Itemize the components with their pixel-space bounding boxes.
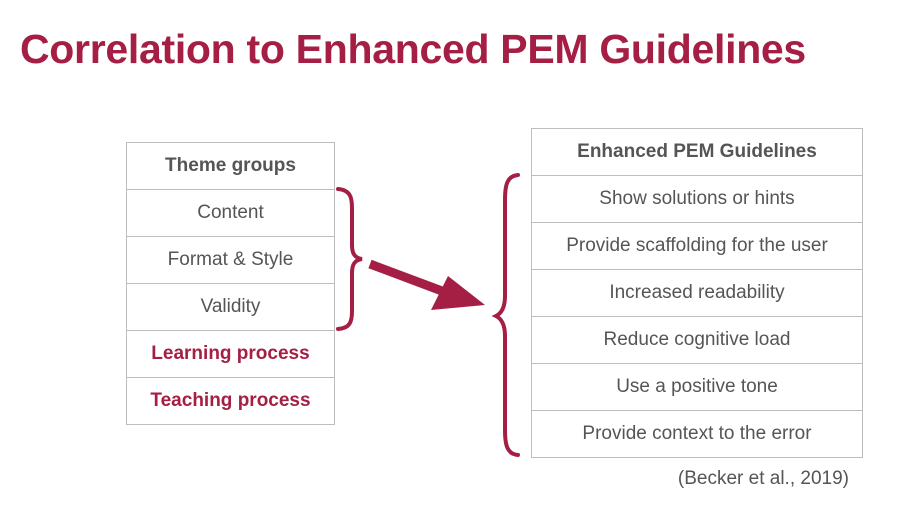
citation: (Becker et al., 2019) bbox=[677, 468, 849, 489]
guideline-row: Reduce cognitive load bbox=[531, 316, 863, 364]
guideline-row: Show solutions or hints bbox=[531, 175, 863, 223]
table-row: Teaching process bbox=[126, 377, 335, 425]
table-row: Reduce cognitive load bbox=[531, 316, 863, 364]
theme-groups-table: Theme groups Content Format & Style Vali… bbox=[126, 142, 335, 425]
arrow-shaft bbox=[368, 259, 452, 299]
theme-row-learning-process: Learning process bbox=[126, 330, 335, 378]
large-brace bbox=[491, 173, 520, 457]
theme-row-validity: Validity bbox=[126, 283, 335, 331]
theme-row-teaching-process: Teaching process bbox=[126, 377, 335, 425]
slide-title: Correlation to Enhanced PEM Guidelines bbox=[20, 26, 806, 72]
table-row: Show solutions or hints bbox=[531, 175, 863, 223]
guideline-row: Use a positive tone bbox=[531, 363, 863, 411]
table-row: Use a positive tone bbox=[531, 363, 863, 411]
theme-row-format-style: Format & Style bbox=[126, 236, 335, 284]
table-row: Validity bbox=[126, 283, 335, 331]
table-row: Provide context to the error bbox=[531, 410, 863, 458]
guideline-row: Provide scaffolding for the user bbox=[531, 222, 863, 270]
guidelines-header: Enhanced PEM Guidelines bbox=[531, 128, 863, 176]
table-row: Increased readability bbox=[531, 269, 863, 317]
table-row: Format & Style bbox=[126, 236, 335, 284]
table-row: Provide scaffolding for the user bbox=[531, 222, 863, 270]
table-row: Learning process bbox=[126, 330, 335, 378]
guideline-row: Increased readability bbox=[531, 269, 863, 317]
enhanced-pem-guidelines-table: Enhanced PEM Guidelines Show solutions o… bbox=[531, 128, 863, 458]
guideline-row: Provide context to the error bbox=[531, 410, 863, 458]
arrow-head bbox=[431, 276, 485, 310]
small-brace bbox=[336, 187, 363, 331]
table-header-row: Enhanced PEM Guidelines bbox=[531, 128, 863, 176]
table-header-row: Theme groups bbox=[126, 142, 335, 190]
table-row: Content bbox=[126, 189, 335, 237]
theme-row-content: Content bbox=[126, 189, 335, 237]
theme-groups-header: Theme groups bbox=[126, 142, 335, 190]
